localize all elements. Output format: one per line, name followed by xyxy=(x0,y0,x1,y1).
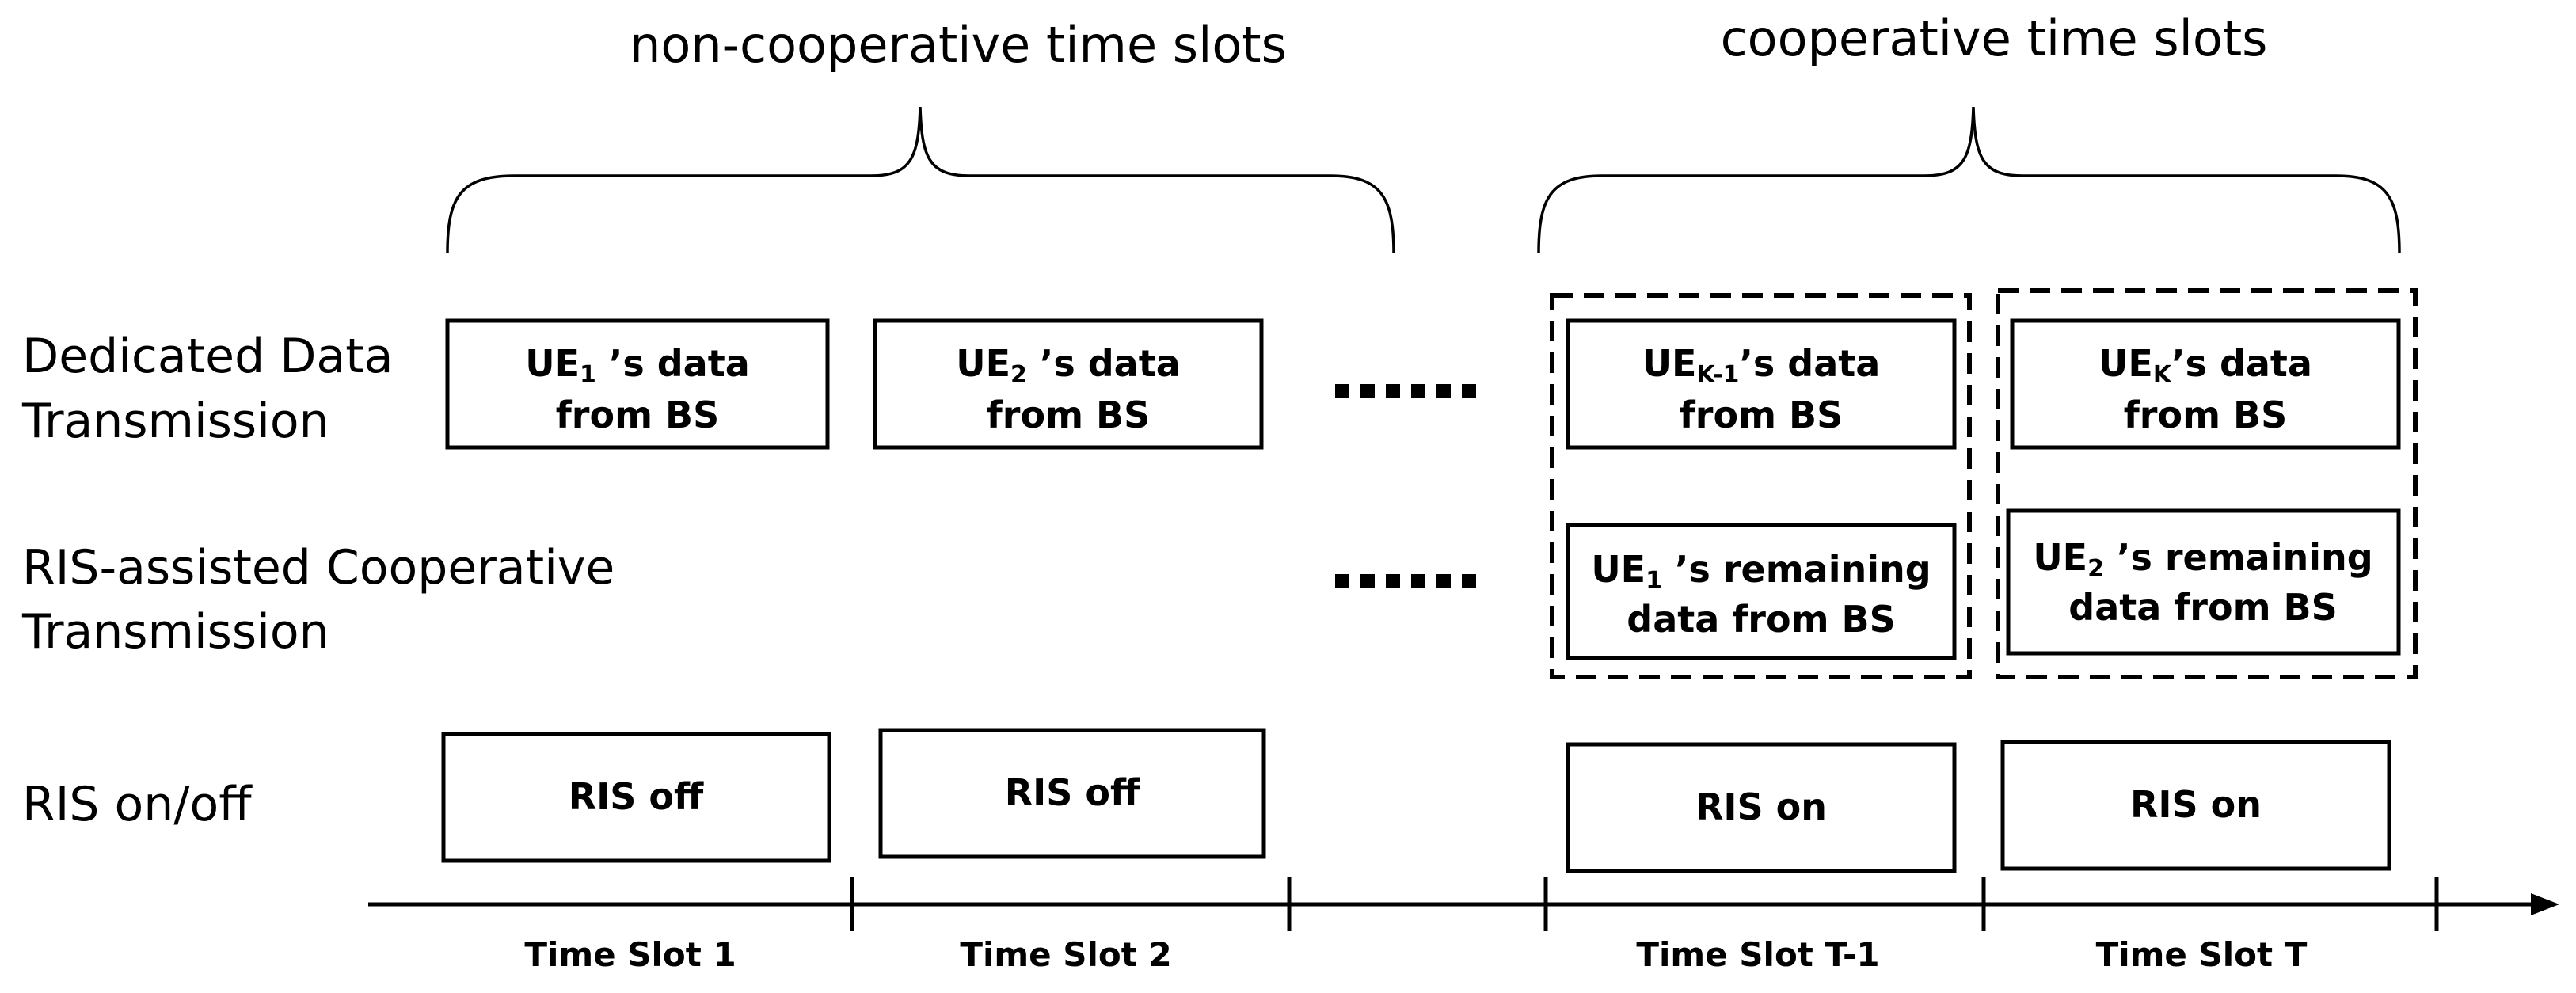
ris-onoff-label: RIS on/off xyxy=(22,777,253,832)
dedicated-label-line1: Dedicated Data xyxy=(22,329,394,384)
slotT1-ris-box xyxy=(1566,742,1957,873)
slotT1-ris-text: RIS on xyxy=(1695,786,1827,828)
slotT1-coop-line1: UE1 ’s remaining xyxy=(1591,548,1931,595)
slotT-ris-text: RIS on xyxy=(2130,783,2262,826)
cooperative-brace xyxy=(1537,106,2401,254)
slot2-ris-text: RIS off xyxy=(1005,771,1140,814)
slot-label-2: Time Slot 2 xyxy=(960,935,1171,974)
non-cooperative-label: non-cooperative time slots xyxy=(630,16,1287,74)
time-axis-arrowhead xyxy=(2531,893,2559,915)
slotT-coop-line2: data from BS xyxy=(2068,586,2337,629)
slot1-dedicated-line2: from BS xyxy=(556,394,719,436)
slotT-coop-box xyxy=(2006,508,2401,656)
slotT1-coop-box xyxy=(1566,523,1957,660)
dedicated-label-line2: Transmission xyxy=(21,394,329,449)
ris-assisted-label-line1: RIS-assisted Cooperative xyxy=(22,540,615,595)
slot1-ris-box xyxy=(441,732,831,863)
slotT-dedicated-line1: UEK’s data xyxy=(2098,342,2312,389)
slot-label-T1: Time Slot T-1 xyxy=(1636,935,1879,974)
slotT1-dedicated-line2: from BS xyxy=(1680,394,1843,436)
slotT1-dedicated-line1: UEK-1’s data xyxy=(1642,342,1881,389)
cooperative-label: cooperative time slots xyxy=(1721,10,2268,67)
slotT1-coop-line2: data from BS xyxy=(1627,598,1895,641)
slotT-coop-line1: UE2 ’s remaining xyxy=(2033,536,2372,583)
ris-assisted-label-line2: Transmission xyxy=(21,604,329,660)
cooperative-frame-slotT1 xyxy=(1550,293,1972,679)
slot1-dedicated-box xyxy=(445,318,830,450)
slotT-ris-box xyxy=(2000,740,2391,871)
slotT-dedicated-line2: from BS xyxy=(2124,394,2287,436)
slot-label-1: Time Slot 1 xyxy=(524,935,736,974)
slot2-ris-box xyxy=(878,728,1266,859)
slotT-dedicated-box xyxy=(2010,318,2401,450)
slot2-dedicated-line1: UE2 ’s data xyxy=(956,342,1181,389)
ellipsis-cooperative xyxy=(1335,574,1476,588)
non-cooperative-brace xyxy=(446,106,1395,254)
slot2-dedicated-box xyxy=(873,318,1264,450)
slot2-dedicated-line2: from BS xyxy=(987,394,1150,436)
slotT1-dedicated-box xyxy=(1566,318,1957,450)
cooperative-frame-slotT xyxy=(1996,288,2418,679)
slot1-dedicated-line1: UE1 ’s data xyxy=(525,342,750,389)
time-axis-ticks xyxy=(850,877,2439,931)
slot1-ris-text: RIS off xyxy=(569,775,704,818)
ellipsis-dedicated xyxy=(1335,384,1476,398)
slot-label-T: Time Slot T xyxy=(2096,935,2308,974)
